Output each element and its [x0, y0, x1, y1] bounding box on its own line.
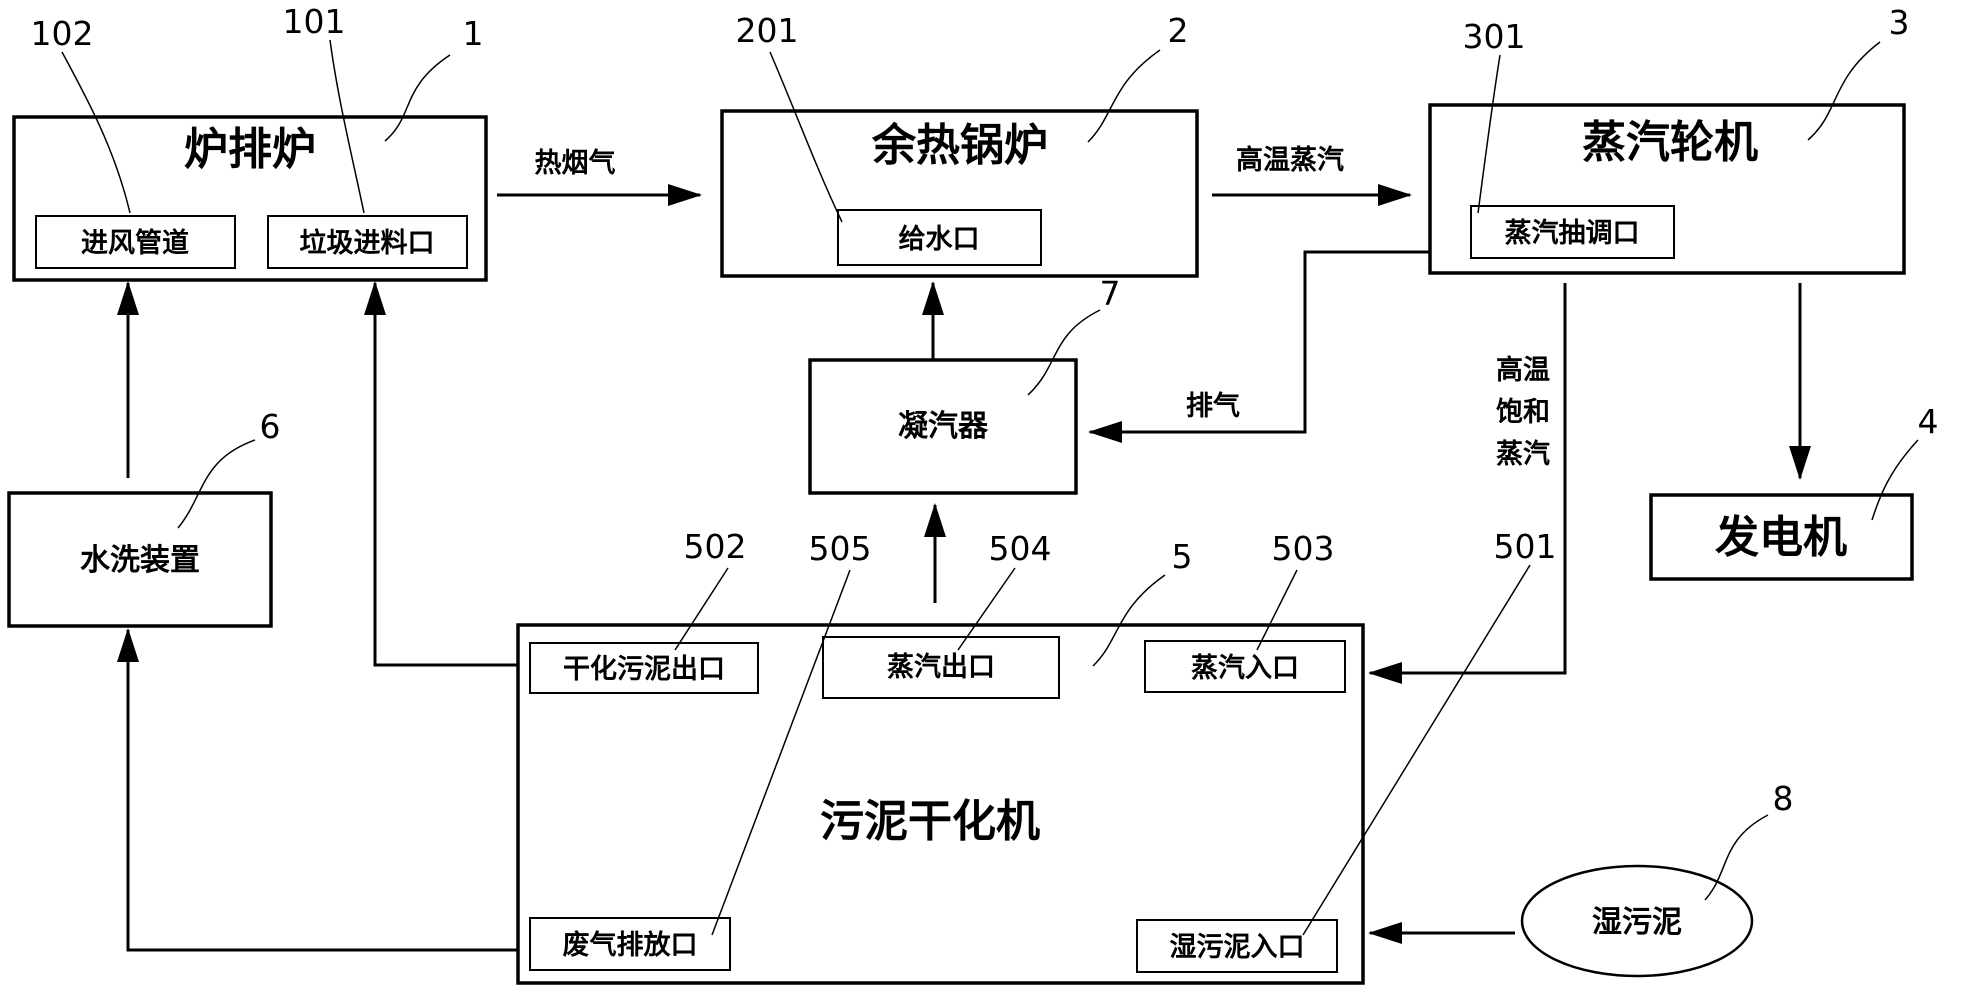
extraction-port: 蒸汽抽调口	[1470, 205, 1675, 259]
condenser-title: 凝汽器	[898, 409, 989, 444]
steam-inlet-port: 蒸汽入口	[1144, 640, 1346, 693]
ref-number-503: 503	[1272, 529, 1335, 568]
boiler-title: 余热锅炉	[871, 120, 1048, 171]
flow-label-saturated-steam-3: 蒸汽	[1496, 439, 1550, 470]
ref-number-2: 2	[1168, 11, 1189, 50]
condenser-block: 凝汽器	[808, 358, 1078, 495]
leader-504	[957, 567, 1016, 651]
exhaust-outlet-label: 废气排放口	[563, 929, 698, 961]
ref-number-201: 201	[736, 11, 799, 50]
steam-outlet-label: 蒸汽出口	[887, 652, 995, 683]
leader-4	[1871, 439, 1919, 521]
generator-block: 发电机	[1649, 493, 1914, 581]
leader-7	[1027, 309, 1101, 396]
ref-number-501: 501	[1494, 527, 1557, 566]
ref-number-5: 5	[1172, 537, 1193, 576]
air-inlet-port: 进风管道	[35, 215, 236, 269]
ref-number-4: 4	[1918, 402, 1939, 441]
flow-label-hot-flue-gas: 热烟气	[535, 148, 616, 179]
wet-sludge-source: 湿污泥	[1520, 864, 1754, 978]
leader-501	[1302, 564, 1531, 936]
leader-301	[1477, 54, 1501, 214]
arrow-exhaust-to-washer	[117, 628, 518, 952]
arrow-saturated-steam	[1368, 283, 1567, 684]
flow-label-high-temp-steam: 高温蒸汽	[1236, 144, 1344, 176]
leader-505	[711, 569, 851, 936]
leader-1	[384, 54, 451, 142]
wet-sludge-inlet-label: 湿污泥入口	[1170, 932, 1305, 963]
ref-number-502: 502	[684, 527, 747, 566]
ref-number-3: 3	[1889, 3, 1910, 42]
washer-title: 水洗装置	[80, 543, 200, 578]
arrow-dried-sludge-to-furnace	[364, 281, 518, 667]
ref-number-102: 102	[31, 14, 94, 53]
water-inlet-label: 给水口	[899, 224, 980, 255]
dried-sludge-outlet-label: 干化污泥出口	[563, 654, 725, 685]
extraction-port-label: 蒸汽抽调口	[1505, 218, 1640, 249]
waste-inlet-port: 垃圾进料口	[267, 215, 468, 269]
washer-block: 水洗装置	[7, 491, 273, 628]
furnace-block: 炉排炉 进风管道 垃圾进料口	[12, 115, 488, 282]
steam-inlet-label: 蒸汽入口	[1191, 653, 1299, 684]
leader-201	[769, 51, 843, 223]
ref-number-1: 1	[463, 14, 484, 53]
leader-503	[1256, 569, 1298, 651]
furnace-title: 炉排炉	[184, 124, 316, 175]
ref-number-7: 7	[1100, 274, 1121, 313]
leader-3	[1807, 41, 1881, 141]
steam-outlet-port: 蒸汽出口	[822, 636, 1060, 699]
ref-number-6: 6	[260, 407, 281, 446]
dried-sludge-outlet-port: 干化污泥出口	[529, 642, 759, 694]
air-inlet-label: 进风管道	[81, 227, 189, 259]
ref-number-301: 301	[1463, 17, 1526, 56]
exhaust-outlet-port: 废气排放口	[529, 917, 731, 971]
ref-number-101: 101	[283, 2, 346, 41]
dryer-title: 污泥干化机	[820, 796, 1040, 847]
generator-title: 发电机	[1715, 512, 1847, 563]
leader-5	[1092, 574, 1166, 667]
turbine-title: 蒸汽轮机	[1582, 117, 1758, 168]
wet-sludge-title: 湿污泥	[1592, 905, 1682, 940]
flow-label-saturated-steam-1: 高温	[1496, 354, 1550, 386]
water-inlet-port: 给水口	[837, 209, 1042, 266]
leader-2	[1087, 49, 1161, 143]
leader-8	[1704, 814, 1769, 901]
waste-inlet-label: 垃圾进料口	[300, 227, 435, 259]
leader-101	[329, 39, 365, 214]
ref-number-504: 504	[989, 529, 1052, 568]
leader-502	[674, 567, 729, 651]
leader-102	[61, 51, 131, 214]
flow-label-saturated-steam-2: 饱和	[1496, 397, 1550, 428]
ref-number-8: 8	[1773, 779, 1794, 818]
turbine-block: 蒸汽轮机 蒸汽抽调口	[1428, 103, 1906, 275]
arrow-exhaust	[1088, 250, 1430, 443]
wet-sludge-inlet-port: 湿污泥入口	[1136, 919, 1338, 973]
boiler-block: 余热锅炉 给水口	[720, 109, 1199, 278]
ref-number-505: 505	[809, 529, 872, 568]
flow-label-exhaust: 排气	[1186, 391, 1240, 422]
dryer-block: 污泥干化机 干化污泥出口 蒸汽出口 蒸汽入口 废气排放口 湿污泥入口	[516, 623, 1365, 985]
leader-6	[177, 439, 256, 529]
